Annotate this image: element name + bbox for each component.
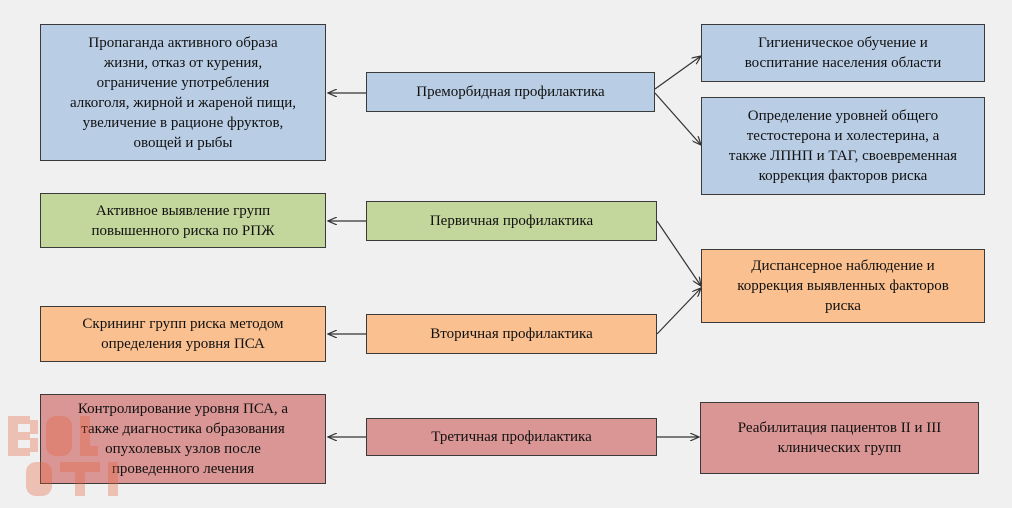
box-rehabilitation: Реабилитация пациентов II и III клиничес… (700, 402, 979, 474)
box-psa-screening-text: Скрининг групп риска методом определения… (82, 316, 284, 352)
box-rehabilitation-text: Реабилитация пациентов II и III клиничес… (737, 420, 942, 456)
box-psa-monitoring-text: Контролирование уровня ПСА, а также диаг… (77, 401, 289, 477)
box-hygiene-education-text: Гигиеническое обучение и воспитание насе… (744, 35, 942, 71)
box-psa-monitoring: Контролирование уровня ПСА, а также диаг… (40, 394, 326, 484)
box-lifestyle-promotion-text: Пропаганда активного образа жизни, отказ… (69, 34, 297, 151)
box-secondary-prevention-label: Вторичная профилактика (430, 326, 593, 342)
box-premorbid-prevention-label: Преморбидная профилактика (416, 84, 605, 100)
box-tertiary-prevention: Третичная профилактика (366, 418, 657, 456)
box-dispensary-observation: Диспансерное наблюдение и коррекция выяв… (701, 249, 985, 323)
box-risk-group-detection-text: Активное выявление групп повышенного рис… (91, 202, 275, 239)
box-dispensary-observation-text: Диспансерное наблюдение и коррекция выяв… (737, 258, 949, 314)
arrow-premorbid-to-hygiene (654, 56, 701, 90)
box-psa-screening: Скрининг групп риска методом определения… (40, 306, 326, 362)
box-lifestyle-promotion: Пропаганда активного образа жизни, отказ… (40, 24, 326, 161)
box-testosterone-cholesterol: Определение уровней общего тестостерона … (701, 97, 985, 195)
arrow-premorbid-to-testosterone (654, 92, 701, 145)
box-hygiene-education: Гигиеническое обучение и воспитание насе… (701, 24, 985, 82)
box-risk-group-detection: Активное выявление групп повышенного рис… (40, 193, 326, 248)
box-tertiary-prevention-label: Третичная профилактика (431, 429, 592, 445)
watermark-logo (8, 416, 118, 496)
arrow-primary-to-dispensary (656, 220, 701, 286)
box-primary-prevention-label: Первичная профилактика (429, 213, 594, 229)
arrow-secondary-to-dispensary (656, 288, 701, 335)
box-premorbid-prevention: Преморбидная профилактика (366, 72, 655, 112)
box-primary-prevention: Первичная профилактика (366, 201, 657, 241)
box-testosterone-cholesterol-text: Определение уровней общего тестостерона … (728, 108, 958, 184)
box-secondary-prevention: Вторичная профилактика (366, 314, 657, 354)
